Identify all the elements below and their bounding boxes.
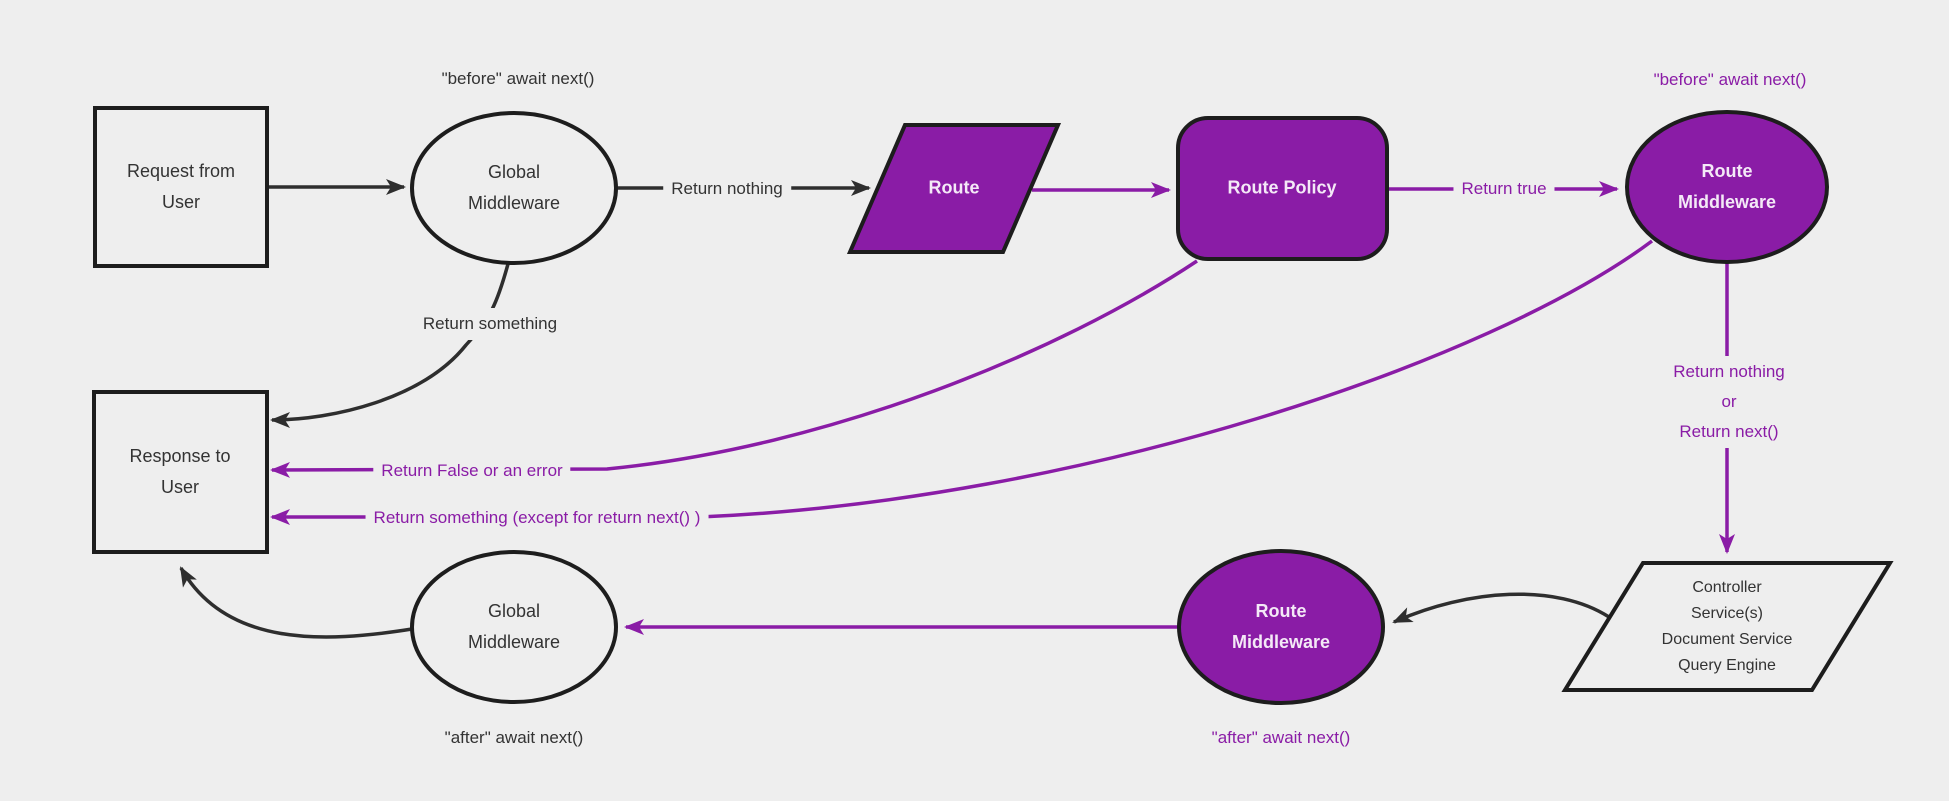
route-node-shape — [846, 123, 1062, 254]
controller-node-shape — [1561, 561, 1894, 692]
route-middleware-bottom-shape — [1177, 549, 1385, 705]
edge-global-middleware-bottom-to-response — [179, 566, 413, 639]
edge-route-middleware-to-response — [270, 239, 1654, 525]
edge-controller-to-route-middleware-bottom — [1392, 592, 1610, 624]
before-await-next-right-label: "before" await next() — [1653, 70, 1807, 89]
return-true-label: Return true — [1453, 173, 1555, 205]
edge-return-something-to-response — [270, 263, 510, 428]
after-await-next-left-label: "after" await next() — [444, 728, 584, 747]
return-false-or-error-label: Return False or an error — [373, 455, 571, 487]
after-await-next-mid-label: "after" await next() — [1211, 728, 1351, 747]
return-something-label: Return something — [414, 308, 566, 340]
return-nothing-label: Return nothing — [663, 173, 791, 205]
before-await-next-top-label: "before" await next() — [441, 69, 595, 88]
return-something-except-label: Return something (except for return next… — [365, 502, 709, 534]
response-node-shape — [92, 390, 269, 554]
route-policy-node-shape — [1176, 116, 1389, 261]
global-middleware-bottom-shape — [410, 550, 618, 704]
global-middleware-top-shape — [410, 111, 618, 265]
request-node-shape — [93, 106, 269, 268]
edge-route-policy-to-response — [270, 259, 1198, 478]
route-middleware-top-shape — [1625, 110, 1829, 264]
return-nothing-or-next-label: Return nothing or Return next() — [1665, 356, 1793, 448]
